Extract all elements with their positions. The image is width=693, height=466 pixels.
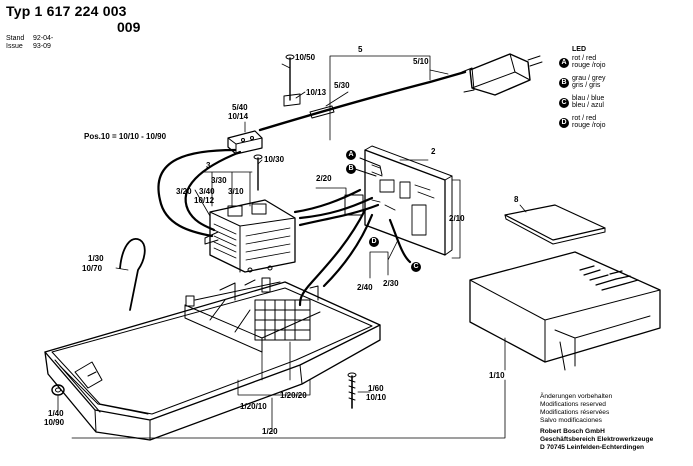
label-3: 3 (206, 161, 211, 170)
label-8: 8 (514, 195, 519, 204)
label-10-13: 10/13 (306, 88, 327, 97)
label-1-20-20: 1/20/20 (280, 391, 307, 400)
transformer-drawing (204, 199, 296, 273)
legend-a-line2: rouge /rojo (572, 62, 606, 69)
issue-value: 93-09 (33, 43, 51, 50)
label-1-30: 1/30 (88, 254, 104, 263)
legend-b-line2: gris / gris (572, 82, 601, 89)
wires-drawing (157, 148, 412, 307)
label-10-12: 10/12 (194, 196, 215, 205)
rubber-foot-drawing (51, 384, 65, 396)
label-2-30: 2/30 (383, 279, 399, 288)
label-10-30: 10/30 (264, 155, 285, 164)
cover-drawing (469, 251, 661, 371)
label-1-10: 1/10 (489, 371, 505, 380)
legend-b-line1: grau / grey (572, 75, 606, 82)
legend-marker-a: A (559, 58, 569, 68)
label-10-90: 10/90 (44, 418, 65, 427)
label-10-50: 10/50 (295, 53, 316, 62)
label-5-30: 5/30 (334, 81, 350, 90)
led-marker-d: D (369, 237, 379, 247)
legend-d-line2: rouge /rojo (572, 122, 606, 129)
label-2-40: 2/40 (357, 283, 373, 292)
legend-a-line1: rot / red (572, 55, 597, 62)
led-marker-c: C (411, 262, 421, 272)
variant-number: 009 (117, 19, 141, 35)
label-10-10: 10/10 (366, 393, 387, 402)
footer-line-5: Robert Bosch GmbH (540, 428, 605, 435)
legend-marker-c: C (559, 98, 569, 108)
stand-value: 92-04- (33, 35, 54, 42)
label-5: 5 (358, 45, 363, 54)
footer-line-6: Geschäftsbereich Elektrowerkzeuge (540, 436, 654, 443)
label-10-70: 10/70 (82, 264, 103, 273)
stand-label: Stand (6, 35, 25, 42)
circuit-board-drawing (344, 145, 453, 256)
legend-d-line1: rot / red (572, 115, 597, 122)
label-3-30: 3/30 (211, 176, 227, 185)
footer-line-7: D 70745 Leinfelden-Echterdingen (540, 444, 645, 451)
legend-c-line1: blau / blue (572, 95, 605, 102)
led-marker-b: B (346, 164, 356, 174)
label-3-40: 3/40 (199, 187, 215, 196)
legend-title: LED (572, 46, 586, 53)
label-plate-drawing (504, 204, 606, 245)
footer-line-3: Modifications réservées (540, 409, 610, 416)
label-5-40: 5/40 (232, 103, 248, 112)
screws-drawing (253, 54, 357, 409)
label-10-14: 10/14 (228, 112, 249, 121)
label-1-60: 1/60 (368, 384, 384, 393)
legend-marker-d: D (559, 118, 569, 128)
label-1-20: 1/20 (262, 427, 278, 436)
issue-label: Issue (6, 43, 23, 50)
label-pos-10: Pos.10 = 10/10 - 10/90 (84, 132, 167, 141)
power-cord-drawing (258, 53, 543, 132)
label-5-10: 5/10 (413, 57, 429, 66)
spring-clip-drawing (119, 238, 146, 311)
label-1-20-10: 1/20/10 (240, 402, 267, 411)
label-1-40: 1/40 (48, 409, 64, 418)
footer-line-2: Modifications reserved (540, 401, 606, 408)
label-2: 2 (431, 147, 436, 156)
leader-lines (57, 55, 527, 439)
legend-c-line2: bleu / azul (572, 102, 604, 109)
footer-line-4: Salvo modificaciones (540, 417, 602, 424)
label-2-20: 2/20 (316, 174, 332, 183)
label-3-20: 3/20 (176, 187, 192, 196)
footer-line-1: Änderungen vorbehalten (540, 393, 613, 400)
label-3-10: 3/10 (228, 187, 244, 196)
legend-marker-b: B (559, 78, 569, 88)
base-housing-drawing (44, 277, 381, 441)
terminal-block-drawing (227, 130, 263, 155)
led-marker-a: A (346, 150, 356, 160)
type-number: Typ 1 617 224 003 (6, 3, 127, 19)
label-2-10: 2/10 (449, 214, 465, 223)
